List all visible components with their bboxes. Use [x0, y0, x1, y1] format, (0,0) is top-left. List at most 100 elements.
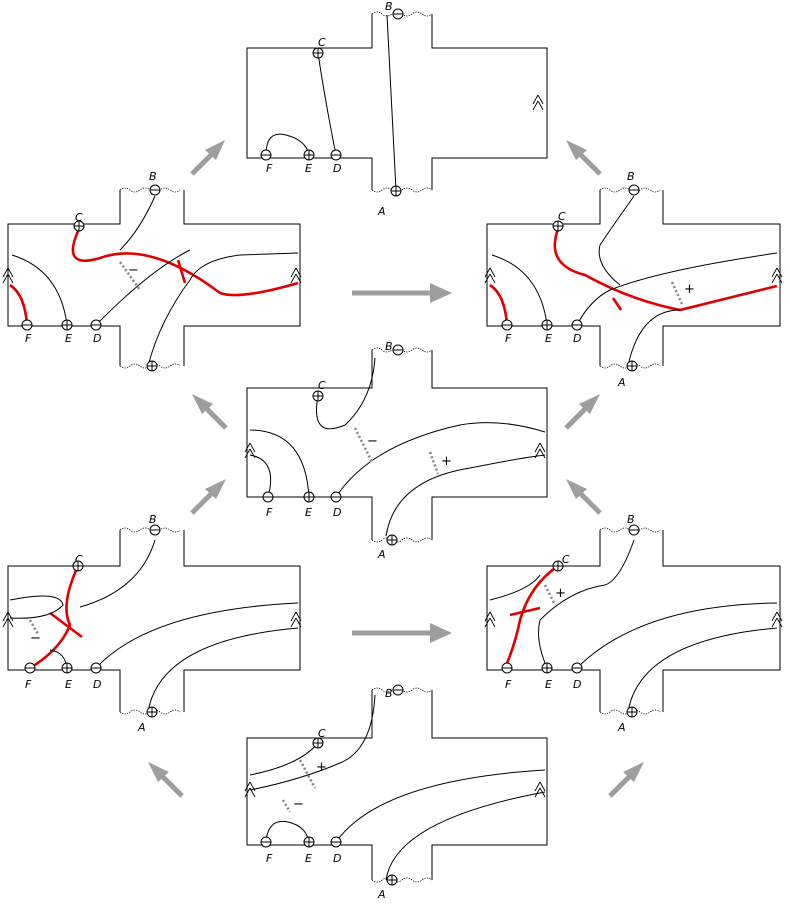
plus-node-icon	[303, 491, 315, 503]
node-label-e: E	[545, 332, 552, 345]
node-label-d: D	[93, 678, 101, 691]
minus-node-icon	[392, 8, 404, 20]
minus-node-icon	[628, 524, 640, 536]
node-markers	[21, 8, 640, 886]
node-label-d: D	[573, 332, 581, 345]
node-label-b: B	[385, 0, 393, 13]
node-label-b: B	[385, 687, 393, 700]
node-label-f: F	[505, 332, 512, 345]
minus-node-icon	[90, 319, 102, 331]
sign-minus: −	[128, 263, 139, 278]
plus-node-icon	[146, 360, 158, 372]
sign-plus: +	[684, 282, 695, 297]
plus-node-icon	[552, 560, 564, 572]
minus-node-icon	[571, 319, 583, 331]
minus-node-icon	[149, 524, 161, 536]
node-label-a: A	[377, 205, 386, 218]
minus-node-icon	[21, 319, 33, 331]
sign-plus: +	[555, 586, 566, 601]
arrow-center-to-upper-left	[192, 394, 228, 430]
minus-node-icon	[628, 184, 640, 196]
node-label-a: A	[137, 721, 146, 734]
panel-upper-right: + C B F E D A	[484, 170, 783, 389]
plus-node-icon	[146, 706, 158, 718]
node-label-c: C	[562, 553, 570, 566]
node-label-d: D	[333, 852, 341, 865]
minus-node-icon	[149, 184, 161, 196]
plus-node-icon	[386, 874, 398, 886]
node-label-f: F	[266, 162, 273, 175]
plus-node-icon	[626, 360, 638, 372]
node-label-f: F	[266, 852, 273, 865]
plus-node-icon	[61, 662, 73, 674]
plus-node-icon	[541, 662, 553, 674]
node-label-a: A	[377, 548, 386, 561]
node-label-b: B	[385, 340, 393, 353]
node-label-e: E	[545, 678, 552, 691]
plus-node-icon	[61, 319, 73, 331]
panel-upper-left: − C B F E D	[2, 170, 302, 369]
plus-node-icon	[73, 220, 85, 232]
arrow-lower-right-to-center	[566, 479, 602, 515]
panel-bottom: + − C B F E D A	[244, 687, 548, 901]
sign-minus: −	[367, 434, 378, 449]
node-label-b: B	[627, 170, 635, 183]
minus-node-icon	[260, 149, 272, 161]
sign-minus: −	[293, 797, 304, 812]
node-label-a: A	[617, 721, 626, 734]
minus-node-icon	[571, 662, 583, 674]
minus-node-icon	[90, 662, 102, 674]
minus-node-icon	[330, 836, 342, 848]
plus-node-icon	[72, 560, 84, 572]
arrow-bottom-to-lower-left	[148, 762, 184, 798]
node-label-c: C	[318, 727, 326, 740]
panel-lower-left: − C B F E D A	[2, 513, 302, 734]
plus-node-icon	[386, 534, 398, 546]
sign-minus: −	[30, 631, 41, 646]
minus-node-icon	[392, 344, 404, 356]
minus-node-icon	[330, 149, 342, 161]
node-label-f: F	[505, 678, 512, 691]
node-label-b: B	[627, 513, 635, 526]
sign-plus: +	[316, 760, 327, 775]
minus-node-icon	[260, 836, 272, 848]
plus-node-icon	[312, 47, 324, 59]
node-label-c: C	[318, 379, 326, 392]
node-label-d: D	[333, 162, 341, 175]
node-label-e: E	[65, 332, 72, 345]
node-label-f: F	[25, 678, 32, 691]
arrow-upper-left-to-top	[190, 140, 225, 176]
node-label-c: C	[318, 36, 326, 49]
minus-node-icon	[24, 662, 36, 674]
node-label-e: E	[305, 162, 312, 175]
plus-node-icon	[312, 390, 324, 402]
panel-lower-right: + C B F E D A	[484, 513, 783, 734]
plus-node-icon	[303, 836, 315, 848]
plus-node-icon	[390, 185, 402, 197]
node-label-b: B	[149, 513, 157, 526]
minus-node-icon	[501, 662, 513, 674]
node-label-f: F	[25, 332, 32, 345]
node-label-c: C	[558, 210, 566, 223]
arrow-center-to-upper-right	[564, 394, 600, 430]
node-label-a: A	[617, 376, 626, 389]
node-label-e: E	[305, 506, 312, 519]
node-label-c: C	[75, 553, 83, 566]
panel-top: C B F E D A	[246, 0, 548, 218]
node-label-d: D	[333, 506, 341, 519]
plus-node-icon	[626, 706, 638, 718]
minus-node-icon	[262, 491, 274, 503]
transition-arrows	[148, 140, 644, 798]
panel-center: − + C B F E D A	[244, 340, 548, 561]
node-label-a: A	[377, 888, 386, 901]
arrow-upper-left-to-upper-right	[352, 283, 452, 303]
plus-node-icon	[541, 319, 553, 331]
node-label-e: E	[305, 852, 312, 865]
arrow-lower-left-to-center	[190, 479, 226, 515]
node-label-d: D	[93, 332, 101, 345]
node-label-b: B	[149, 170, 157, 183]
node-label-e: E	[65, 678, 72, 691]
arrow-lower-left-to-lower-right	[352, 623, 452, 643]
arrow-bottom-to-lower-right	[608, 762, 644, 798]
